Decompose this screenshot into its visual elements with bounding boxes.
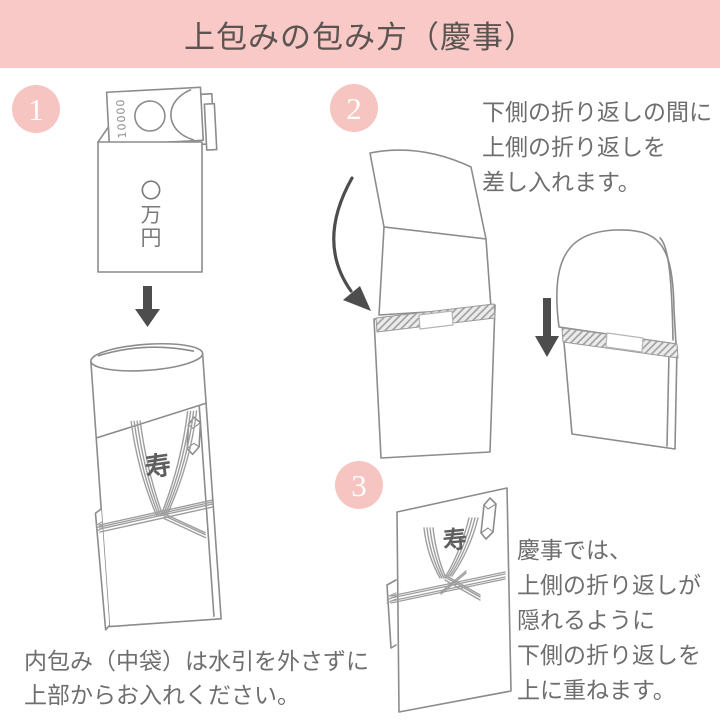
open-top-flap — [369, 149, 487, 240]
inner-envelope-amount-label: 〇万円 — [140, 180, 162, 251]
step-3-line-3: 隠れるように — [517, 607, 655, 633]
step-3-number: 3 — [351, 467, 367, 503]
page-title: 上包みの包み方（慶事） — [184, 19, 536, 55]
finished-envelope-drawing — [386, 487, 512, 713]
fold-step-tuck-drawing — [555, 229, 679, 450]
down-arrow-icon — [135, 286, 160, 327]
wrapped-envelope-drawing — [90, 342, 222, 631]
mizuhiki-cord — [390, 517, 506, 604]
inner-envelope-note: 内包み（中袋）は水引を外さずに 上部からお入れください。 — [24, 644, 369, 712]
mizuhiki-cord — [98, 410, 214, 539]
step-3-badge: 3 — [335, 461, 383, 509]
caption-line-1: 内包み（中袋）は水引を外さずに — [24, 648, 369, 674]
fold-line — [95, 402, 207, 439]
step-1-badge: 1 — [12, 85, 60, 133]
back-flap-edge — [94, 508, 111, 631]
banknote-denomination: 10000 — [114, 98, 129, 139]
step-3-line-5: 上に重ねます。 — [517, 677, 676, 703]
step-1-number: 1 — [28, 91, 44, 127]
down-arrow-icon — [535, 298, 559, 357]
paper-tab — [418, 310, 454, 330]
step-2-line-3: 差し入れます。 — [482, 169, 641, 195]
noshi-decoration-icon — [480, 497, 497, 540]
caption-line-2: 上部からお入れください。 — [24, 682, 300, 708]
step-3-instructions: 慶事では、 上側の折り返しが 隠れるように 下側の折り返しを 上に重ねます。 — [517, 533, 701, 708]
step-2-instructions: 下側の折り返しの間に 上側の折り返しを 差し入れます。 — [482, 95, 712, 200]
back-flap-edge — [386, 579, 397, 649]
banknote-portrait — [134, 100, 166, 132]
banknotes-drawing: 10000 — [105, 86, 218, 151]
curled-top-flap — [555, 229, 677, 345]
step-2-line-1: 下側の折り返しの間に — [482, 99, 712, 125]
step-3-line-2: 上側の折り返しが — [517, 572, 701, 598]
kotobuki-character: 寿 — [143, 449, 173, 483]
step-2-badge: 2 — [330, 84, 378, 132]
step-3-line-1: 慶事では、 — [517, 537, 632, 563]
step-2-number: 2 — [346, 90, 362, 126]
inner-envelope-front — [97, 141, 203, 273]
fold-direction-arrow-icon — [332, 176, 371, 311]
step-2-line-2: 上側の折り返しを — [482, 134, 666, 160]
kotobuki-character: 寿 — [441, 526, 469, 555]
fold-step-open-drawing — [369, 149, 496, 459]
title-banner: 上包みの包み方（慶事） — [0, 0, 720, 68]
envelope-body — [396, 487, 512, 713]
inner-envelope-drawing: 10000 — [97, 86, 218, 273]
paper-tab — [605, 332, 644, 353]
step-3-line-4: 下側の折り返しを — [517, 642, 701, 668]
